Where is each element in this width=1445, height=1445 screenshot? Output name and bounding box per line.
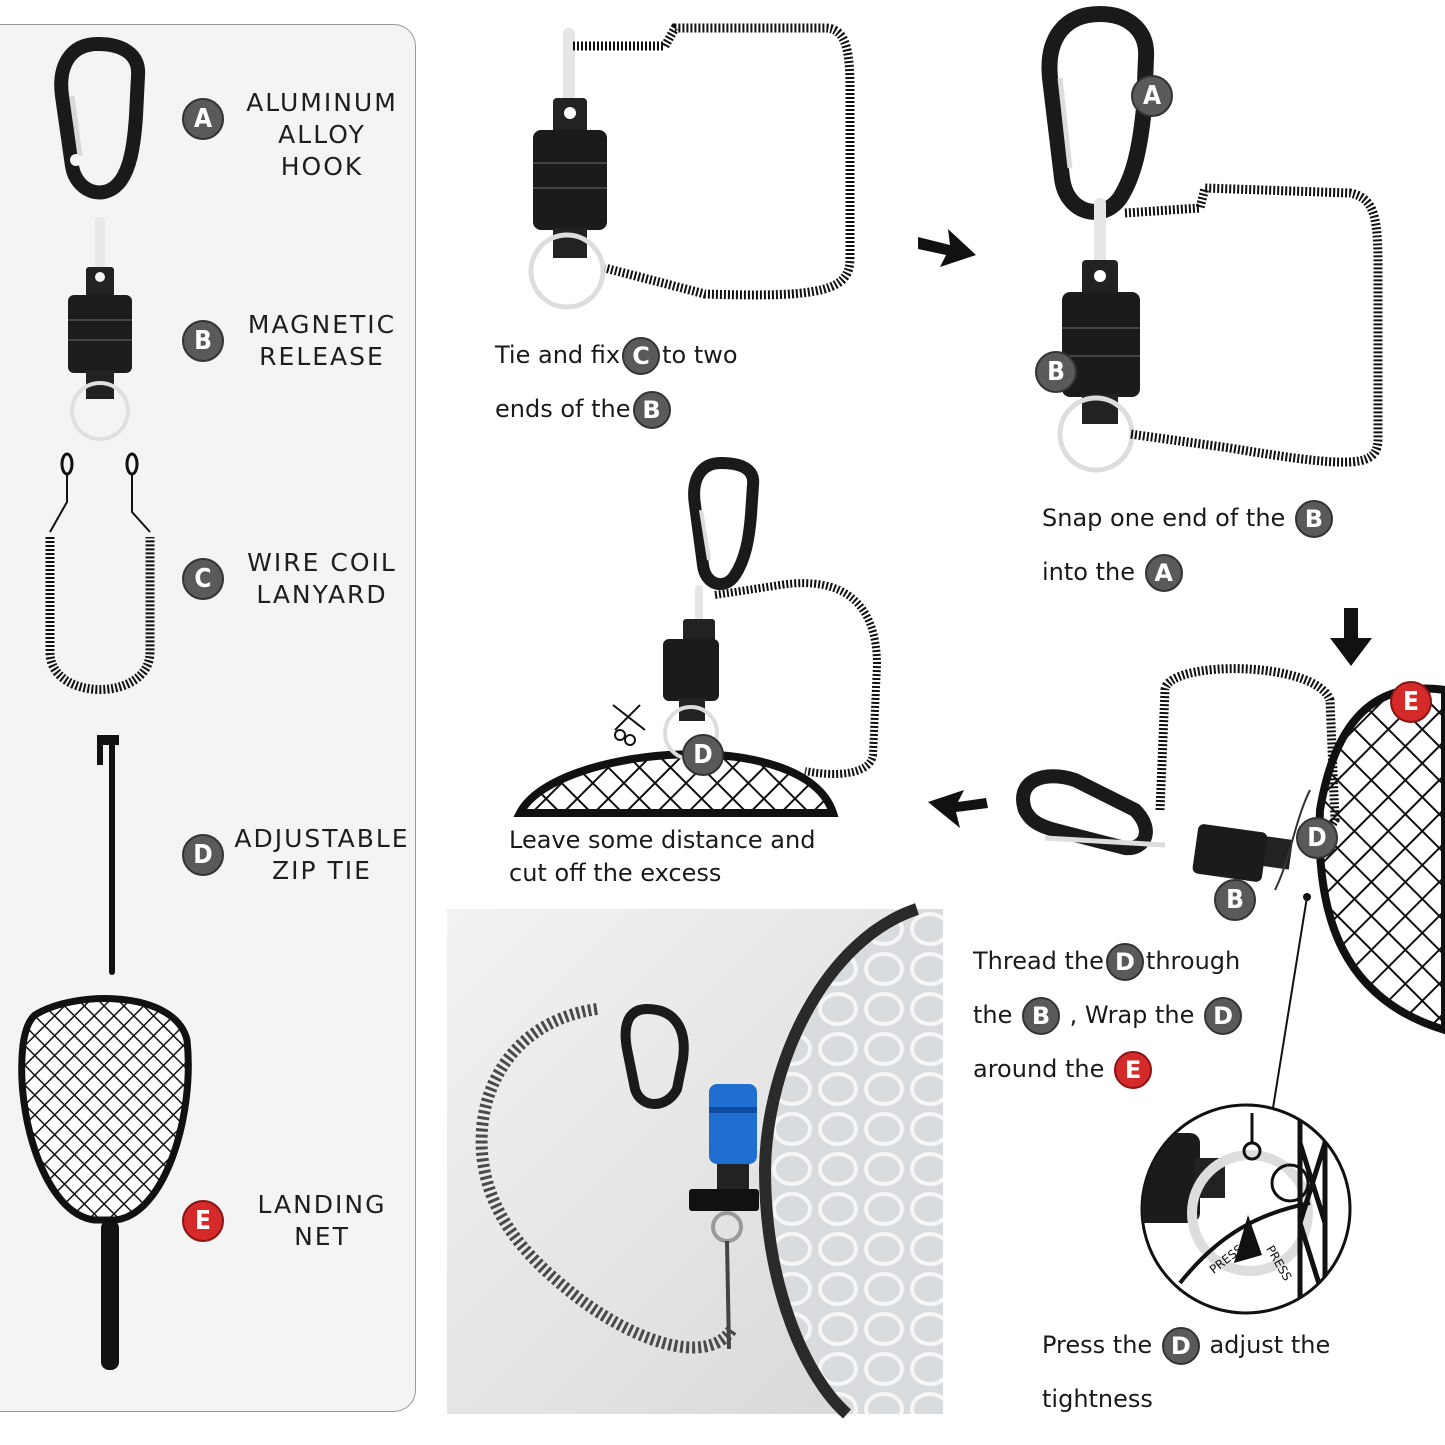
part-d-label: ADJUSTABLE ZIP TIE [234, 824, 410, 885]
step2-text-badge-a: A [1144, 554, 1183, 592]
step3-text-badge-e: E [1114, 1051, 1153, 1089]
part-b-label: MAGNETIC RELEASE [247, 310, 397, 371]
step2-badge-b: B [1035, 351, 1077, 393]
arrow-left-icon [928, 790, 988, 828]
part-d-badge: D [182, 834, 224, 876]
step1-badge-c: C [622, 337, 661, 375]
step2-text-badge-b: B [1294, 500, 1333, 538]
landing-net-icon [18, 995, 192, 1370]
part-e-badge: E [182, 1200, 224, 1242]
step3-badge-b: B [1214, 879, 1256, 921]
photo-illustration [475, 903, 943, 1419]
step1-illustration [528, 23, 855, 310]
zip-tie-icon [97, 735, 119, 975]
step2-text: Snap one end of the B into the A [1042, 491, 1335, 599]
arrow-right-icon [918, 229, 976, 267]
step5-text-badge-d: D [1161, 1327, 1200, 1365]
part-a-label: ALUMINUM ALLOY HOOK [246, 88, 398, 181]
step3-text-badge-b: B [1022, 997, 1061, 1035]
magnetic-release-icon [68, 217, 132, 441]
part-a-badge: A [182, 98, 224, 140]
step4-text: Leave some distance and cut off the exce… [509, 826, 816, 887]
step5-text: Press the D adjust the tightness [1042, 1318, 1330, 1426]
part-c-label: WIRE COIL LANYARD [247, 548, 397, 609]
step1-badge-b: B [632, 391, 671, 429]
arrow-down-icon [1330, 608, 1372, 666]
step4-badge-d: D [682, 734, 724, 776]
step3-badge-d: D [1296, 817, 1338, 859]
carabiner-hook-icon [54, 36, 146, 200]
product-photo [447, 903, 943, 1419]
wire-coil-lanyard-icon [45, 452, 155, 694]
step2-badge-a: A [1131, 75, 1173, 117]
step3-text-badge-d1: D [1105, 943, 1144, 981]
step3-text-badge-d2: D [1204, 997, 1243, 1035]
step5-inset-illustration: PRESS PRESS [1140, 1103, 1352, 1315]
step3-badge-e: E [1390, 681, 1432, 723]
step2-illustration [1041, 5, 1383, 473]
part-c-badge: C [182, 558, 224, 600]
part-b-badge: B [182, 320, 224, 362]
part-e-label: LANDING NET [257, 1190, 387, 1251]
